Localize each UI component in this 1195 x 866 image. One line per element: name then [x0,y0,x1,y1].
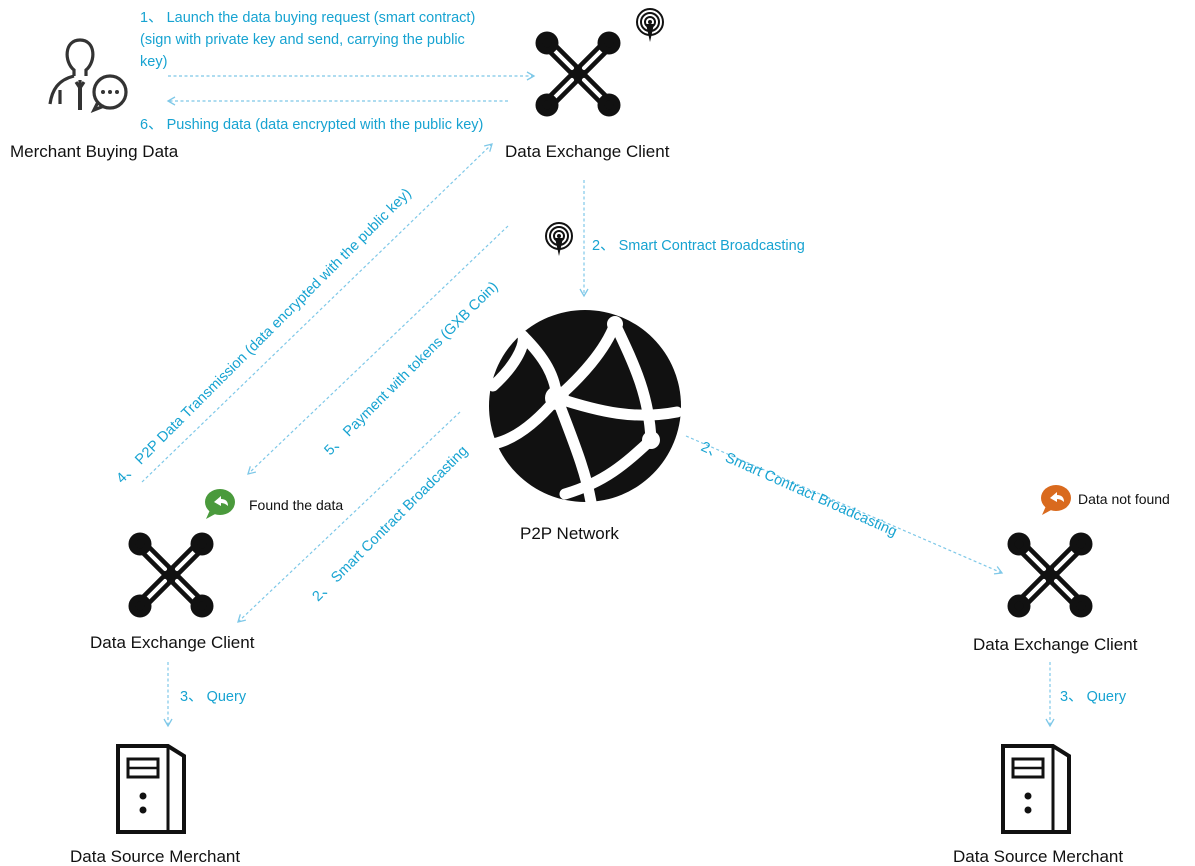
merchant-label: Merchant Buying Data [10,142,179,161]
gxb-x-logo-icon [539,35,617,113]
globe-network-icon [487,310,683,508]
broadcast-antenna-icon [636,8,664,43]
broadcast-antenna-icon [545,222,573,257]
reply-bubble-icon [205,489,235,519]
arrow-step5 [247,225,509,475]
reply-bubble-icon [1041,485,1071,515]
arrow-step2-right [685,435,1004,575]
step2-left-label: 2、 Smart Contract Broadcasting [310,443,472,605]
not-found-note: Data not found [1078,491,1170,507]
step1-label-line1: 1、 Launch the data buying request (smart… [140,10,475,26]
gxb-x-logo-icon [132,536,210,614]
step3-left-label: 3、 Query [180,689,247,705]
arrow-step4 [141,143,493,483]
step1-label-line2: (sign with private key and send, carryin… [140,32,465,48]
arrow-step2-left [237,411,461,623]
step3-right-label: 3、 Query [1060,689,1127,705]
step6-label: 6、 Pushing data (data encrypted with the… [140,117,483,133]
p2p-label: P2P Network [520,524,619,543]
client-top-label: Data Exchange Client [505,142,670,161]
server-icon [1001,744,1071,834]
client-left-label: Data Exchange Client [90,633,255,652]
person-chat-icon [48,38,128,114]
server-icon [116,744,186,834]
step5-label: 5、 Payment with tokens (GXB Coin) [322,279,502,459]
step1-label-line3: key) [140,54,167,70]
step2-right-label: 2、 Smart Contract Broadcasting [698,439,899,540]
step2-top-label: 2、 Smart Contract Broadcasting [592,238,805,254]
found-note: Found the data [249,497,343,513]
source-left-label: Data Source Merchant [70,847,240,866]
step4-label: 4、 P2P Data Transmission (data encrypted… [114,186,415,487]
gxb-x-logo-icon [1011,536,1089,614]
source-right-label: Data Source Merchant [953,847,1123,866]
client-right-label: Data Exchange Client [973,635,1138,654]
